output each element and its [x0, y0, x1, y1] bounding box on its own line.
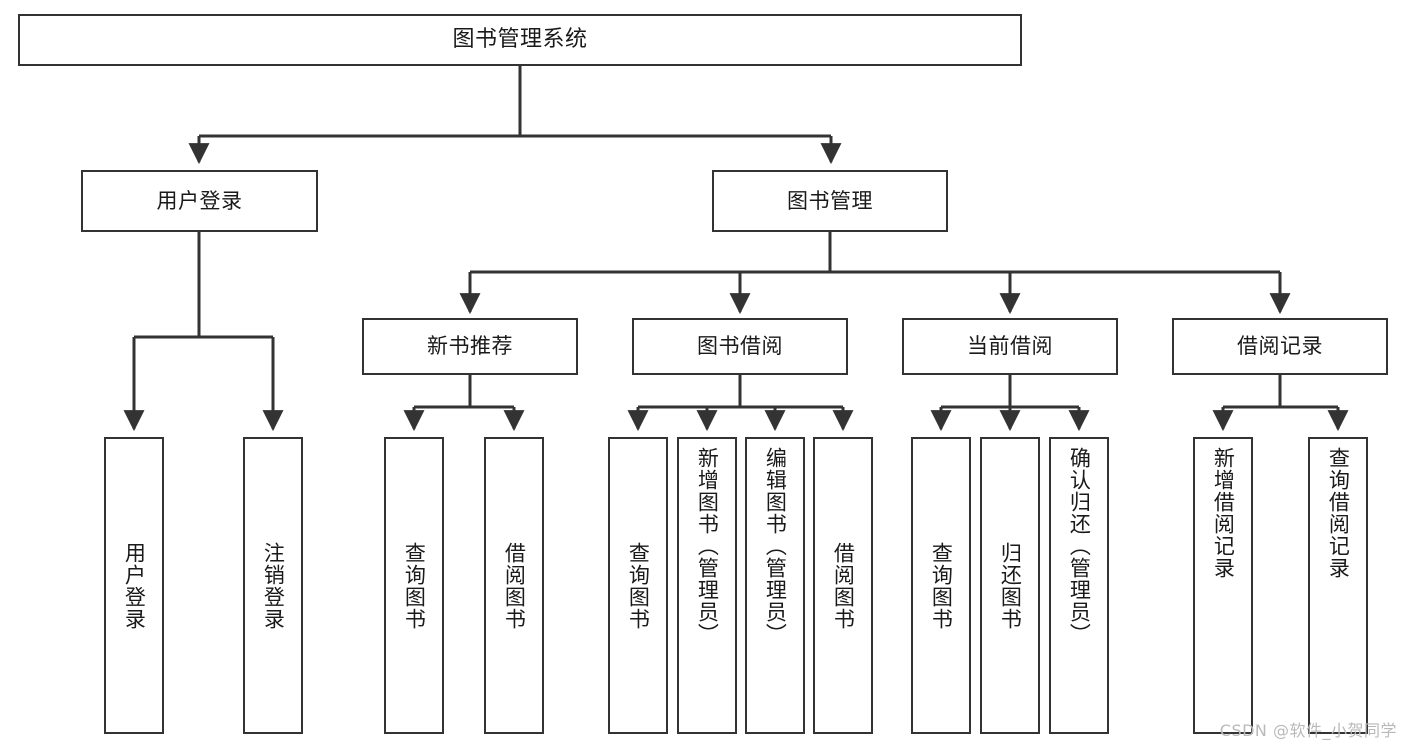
- leaf-add-book-admin-label: 新增图书（管理员）: [695, 447, 720, 645]
- leaf-query-books-borrow[interactable]: 查询图书: [608, 437, 668, 734]
- leaf-logout[interactable]: 注销登录: [243, 437, 303, 734]
- leaf-add-borrow-record-label: 新增借阅记录: [1211, 447, 1236, 579]
- leaf-borrow-books-new-label: 借阅图书: [502, 541, 527, 630]
- leaf-logout-label: 注销登录: [261, 541, 286, 630]
- leaf-borrow-books-new[interactable]: 借阅图书: [484, 437, 544, 734]
- leaf-query-borrow-record-label: 查询借阅记录: [1326, 447, 1351, 579]
- leaf-borrow-books[interactable]: 借阅图书: [813, 437, 873, 734]
- leaf-confirm-return-admin-label: 确认归还（管理员）: [1067, 447, 1092, 645]
- leaf-query-books-current-label: 查询图书: [929, 541, 954, 630]
- leaf-add-borrow-record[interactable]: 新增借阅记录: [1193, 437, 1253, 734]
- node-root-label: 图书管理系统: [452, 27, 588, 53]
- leaf-add-book-admin[interactable]: 新增图书（管理员）: [677, 437, 737, 734]
- leaf-user-login-label: 用户登录: [122, 541, 147, 630]
- node-borrow-records[interactable]: 借阅记录: [1172, 318, 1388, 375]
- leaf-query-books-new-label: 查询图书: [402, 541, 427, 630]
- node-current-borrow[interactable]: 当前借阅: [902, 318, 1118, 375]
- node-new-book-recommendation[interactable]: 新书推荐: [362, 318, 578, 375]
- node-root[interactable]: 图书管理系统: [18, 14, 1022, 66]
- node-user-login-label: 用户登录: [156, 188, 243, 213]
- leaf-return-books[interactable]: 归还图书: [980, 437, 1040, 734]
- leaf-edit-book-admin[interactable]: 编辑图书（管理员）: [745, 437, 805, 734]
- leaf-return-books-label: 归还图书: [998, 541, 1023, 630]
- node-user-login[interactable]: 用户登录: [81, 170, 318, 232]
- watermark-text: CSDN @软件_小贺同学: [1219, 721, 1397, 740]
- node-new-book-recommendation-label: 新书推荐: [427, 334, 513, 359]
- leaf-query-books-borrow-label: 查询图书: [626, 541, 651, 630]
- node-book-management-label: 图书管理: [787, 188, 873, 213]
- leaf-query-books-new[interactable]: 查询图书: [384, 437, 444, 734]
- leaf-user-login[interactable]: 用户登录: [104, 437, 164, 734]
- node-borrow-records-label: 借阅记录: [1237, 334, 1323, 359]
- leaf-edit-book-admin-label: 编辑图书（管理员）: [763, 447, 788, 645]
- leaf-query-borrow-record[interactable]: 查询借阅记录: [1308, 437, 1368, 734]
- leaf-borrow-books-label: 借阅图书: [831, 541, 856, 630]
- node-book-management[interactable]: 图书管理: [712, 170, 948, 232]
- node-book-borrow[interactable]: 图书借阅: [632, 318, 848, 375]
- leaf-query-books-current[interactable]: 查询图书: [911, 437, 971, 734]
- leaf-confirm-return-admin[interactable]: 确认归还（管理员）: [1049, 437, 1109, 734]
- node-book-borrow-label: 图书借阅: [697, 334, 783, 359]
- node-current-borrow-label: 当前借阅: [967, 334, 1053, 359]
